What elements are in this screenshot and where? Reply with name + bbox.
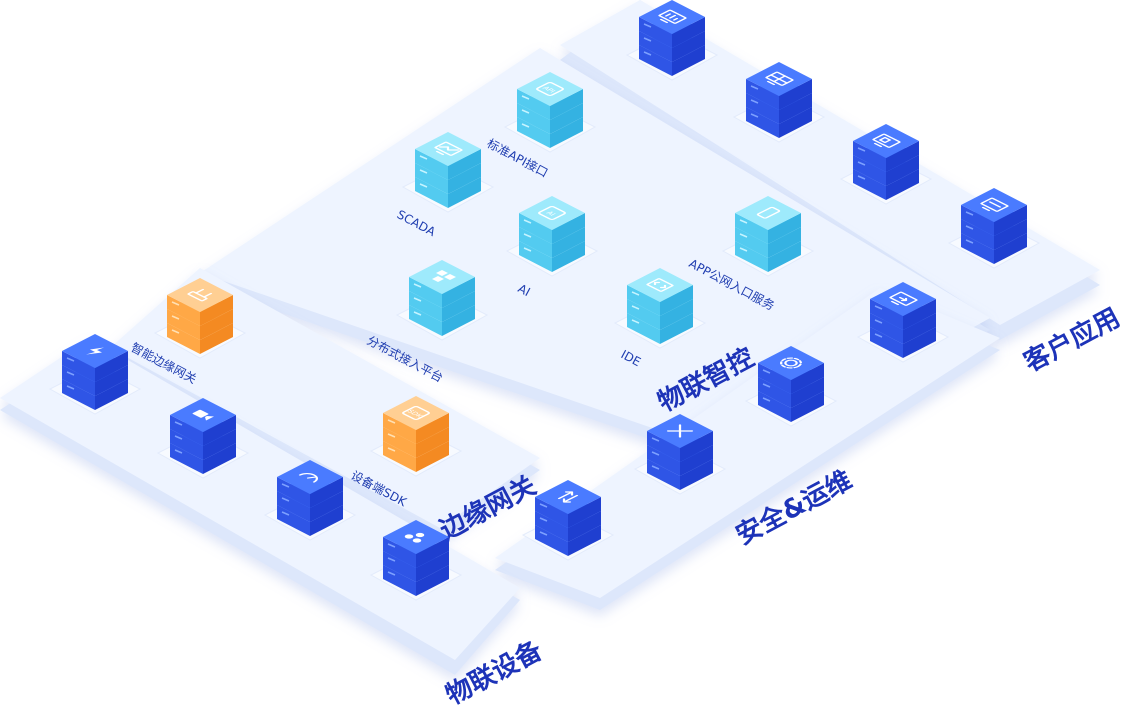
server-node-scada [401,132,495,213]
video-camera-icon [192,409,214,421]
server-block [853,124,919,172]
gauge-meter-icon [298,473,318,483]
server-node-dev-4 [369,520,463,601]
server-block [517,72,583,120]
server-node-api: API [503,72,597,153]
server-block [383,520,449,568]
server-block [409,260,475,308]
ai-chip-icon: AI [538,206,566,220]
server-node-client-3 [839,124,933,205]
lightning-icon [86,347,104,355]
node-label-ai: AI [516,281,533,299]
molecule-icon [404,532,425,543]
sdk-chip-icon: SDK [402,406,430,420]
server-block [535,480,601,528]
server-node-ai: AI [505,196,599,277]
svg-text:API: API [540,85,557,93]
mobile-phone-icon [756,206,781,219]
server-node-dev-1 [48,334,142,415]
server-node-sdk: SDK [369,396,463,477]
server-block [735,196,801,244]
server-node-gateway [153,278,247,359]
server-block [519,196,585,244]
grid-monitor-icon [765,71,794,86]
server-block [758,346,824,394]
server-node-sec-2 [633,414,727,495]
platform-security-ops [495,288,1000,610]
server-node-dev-3 [263,460,357,541]
distributed-network-icon [432,270,456,282]
server-node-sec-1 [521,480,615,561]
server-node-client-1 [625,0,719,81]
svg-text:SDK: SDK [405,409,425,419]
gear-settings-icon [779,357,803,369]
server-node-client-2 [732,62,826,143]
tools-icon [666,424,694,438]
devices-screen-icon [872,133,901,148]
login-screen-icon [889,291,918,306]
server-block [383,396,449,444]
server-node-sec-3 [744,346,838,427]
server-block [415,132,481,180]
server-node-app [721,196,815,277]
scada-screen-icon [434,141,463,156]
server-block [170,398,236,446]
server-node-client-4 [947,188,1041,269]
ide-code-icon [646,278,674,292]
server-block [277,460,343,508]
server-node-dev-2 [156,398,250,479]
server-block [961,188,1027,236]
svg-text:AI: AI [544,210,557,217]
desktop-monitor-icon [980,197,1009,212]
server-block [627,268,693,316]
transfer-arrows-icon [557,491,579,503]
server-node-sec-4 [856,282,950,363]
api-icon: API [536,82,564,96]
router-icon [187,288,213,302]
server-node-dist [395,260,489,341]
server-node-ide [613,268,707,349]
dashboard-screen-icon [658,9,687,24]
